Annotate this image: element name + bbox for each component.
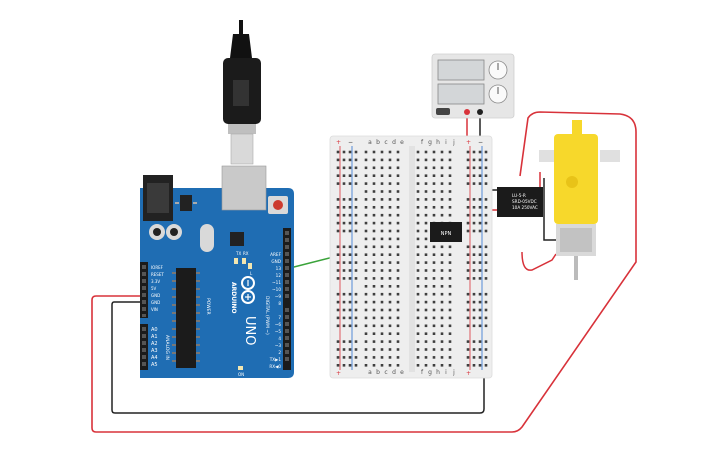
svg-text:f: f <box>421 139 424 146</box>
supply-terminal-negative[interactable] <box>477 109 483 115</box>
pin-vin: VIN <box>151 307 158 312</box>
pin-11: ~11 <box>272 280 281 285</box>
digital-header[interactable] <box>283 228 291 370</box>
pin-aref: AREF <box>270 252 281 257</box>
pin-1: TX▶1 <box>269 357 282 362</box>
wire-red-relay-motor[interactable] <box>521 172 557 271</box>
pin-8: 8 <box>278 301 281 306</box>
pin-5v: 5V <box>151 286 157 291</box>
svg-text:a: a <box>368 369 372 376</box>
rail-plus-right-top: + <box>466 139 471 146</box>
svg-text:f: f <box>421 369 424 376</box>
pin-5: ~5 <box>275 329 282 334</box>
led-tx-label: TX <box>235 251 241 256</box>
relay-text-2: SRD-05VDC <box>512 199 537 204</box>
pin-a3: A3 <box>151 348 158 354</box>
svg-text:c: c <box>384 369 387 376</box>
wire-black-relay-motor[interactable] <box>543 178 556 241</box>
usb-cable[interactable] <box>223 20 261 165</box>
wire-black-gnd-loop[interactable] <box>111 301 485 414</box>
pin-gnd-2: GND <box>151 300 160 305</box>
pin-a5: A5 <box>151 362 158 368</box>
svg-text:i: i <box>445 369 447 376</box>
arduino-logo <box>241 276 255 304</box>
pin-a2: A2 <box>151 341 158 347</box>
led-on-label: ON <box>238 372 244 377</box>
npn-transistor[interactable]: NPN <box>430 222 462 242</box>
pin-gnd-top: GND <box>271 259 281 264</box>
rail-plus-left-bottom: + <box>336 370 341 377</box>
usb-port <box>221 165 267 211</box>
pin-3v3: 3.3V <box>151 279 160 284</box>
atmega-chip <box>176 268 196 368</box>
supply-power-switch[interactable] <box>436 108 450 115</box>
arduino-uno[interactable]: TX RX L ARDUINO UNO DIGITAL (PWM ~) POWE… <box>140 165 294 378</box>
column-labels: a b c d e f g h i j a b c d e f g h i j <box>368 139 455 376</box>
rail-plus-right-bottom: + <box>466 370 471 377</box>
pin-13: 13 <box>276 266 282 271</box>
led-l-label: L <box>250 271 253 276</box>
rail-minus-right-top: − <box>478 139 483 146</box>
pin-3: ~3 <box>275 343 282 348</box>
pin-6: ~6 <box>275 322 282 327</box>
pin-a0: A0 <box>151 327 158 333</box>
svg-text:g: g <box>428 139 432 146</box>
svg-text:h: h <box>436 139 440 146</box>
pin-reset: RESET <box>151 272 164 277</box>
pin-0: RX◀0 <box>269 364 281 369</box>
relay-text-3: 10A 250VAC <box>512 205 538 210</box>
dc-gear-motor[interactable] <box>539 120 620 280</box>
breadboard[interactable]: + + + + − − a b c d e f g h i j a b c d … <box>329 135 493 379</box>
svg-text:h: h <box>436 369 440 376</box>
pin-2: 2 <box>278 350 281 355</box>
analog-label: ANALOG IN <box>164 335 170 360</box>
power-supply[interactable] <box>431 53 515 119</box>
relay-text-1: LU-5-R <box>512 193 526 198</box>
power-label: POWER <box>205 298 211 315</box>
digital-label: DIGITAL (PWM ~) <box>264 296 270 335</box>
svg-text:j: j <box>452 139 455 146</box>
pin-a1: A1 <box>151 334 158 340</box>
pin-9: ~9 <box>275 294 282 299</box>
transistor-label: NPN <box>441 231 452 237</box>
wire-red-5v-loop[interactable] <box>91 111 637 433</box>
svg-text:e: e <box>400 139 404 146</box>
led-rx-label: RX <box>243 251 249 256</box>
arduino-model: UNO <box>242 316 257 345</box>
supply-terminal-positive[interactable] <box>464 109 470 115</box>
pin-a4: A4 <box>151 355 158 361</box>
svg-text:a: a <box>368 139 372 146</box>
svg-text:b: b <box>376 369 380 376</box>
supply-display-voltage <box>437 59 485 81</box>
pin-ioref: IOREF <box>151 265 164 270</box>
analog-header[interactable] <box>140 324 148 370</box>
pin-7: 7 <box>278 315 281 320</box>
pin-4: 4 <box>278 336 281 341</box>
pin-gnd-1: GND <box>151 293 160 298</box>
supply-display-current <box>437 83 485 105</box>
svg-text:i: i <box>445 139 447 146</box>
breadboard-holes[interactable] <box>336 150 488 367</box>
svg-text:d: d <box>392 369 396 376</box>
svg-text:g: g <box>428 369 432 376</box>
rail-minus-left-top: − <box>348 139 353 146</box>
svg-text:b: b <box>376 139 380 146</box>
svg-text:j: j <box>452 369 455 376</box>
arduino-brand: ARDUINO <box>230 282 237 313</box>
svg-text:e: e <box>400 369 404 376</box>
relay[interactable]: LU-5-R SRD-05VDC 10A 250VAC <box>497 187 543 217</box>
svg-text:c: c <box>384 139 387 146</box>
svg-text:d: d <box>392 139 396 146</box>
pin-12: 12 <box>276 273 282 278</box>
rail-plus-left-top: + <box>336 139 341 146</box>
crystal <box>200 224 214 252</box>
pin-10: ~10 <box>272 287 281 292</box>
